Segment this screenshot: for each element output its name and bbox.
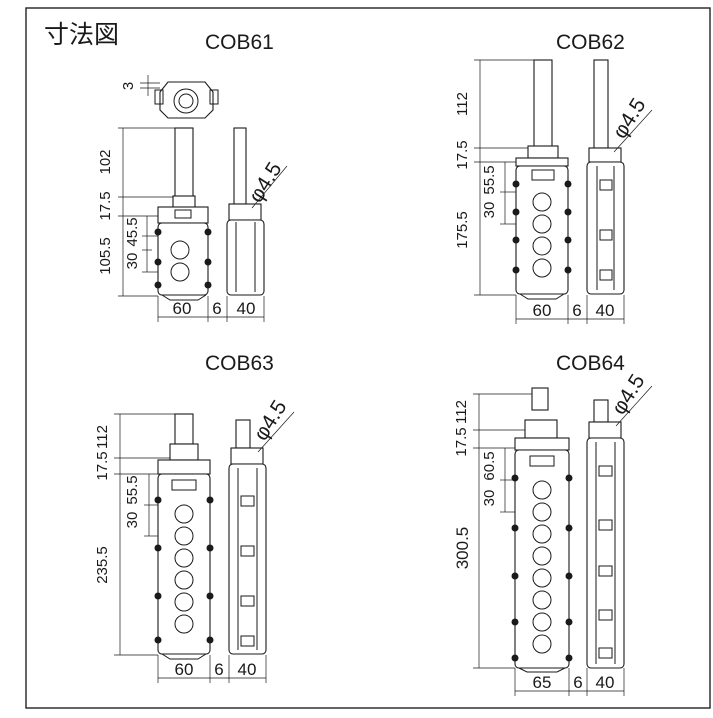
vertical-dims-cob62: 112 17.5 175.5 30 55.5: [454, 59, 534, 296]
dim-60: 60: [533, 301, 552, 320]
side-view-cob61: φ4.5: [226, 127, 288, 296]
dim-30: 30: [481, 490, 498, 507]
horizontal-dims-cob62: 60 6 40: [515, 295, 625, 324]
dim-6: 6: [212, 299, 221, 318]
horizontal-dims-cob64: 65 6 40: [514, 668, 625, 696]
dim-60: 60: [173, 299, 192, 318]
dim-17-5: 17.5: [97, 191, 114, 220]
dim-112: 112: [454, 92, 471, 116]
dim-17-5: 17.5: [454, 140, 471, 169]
horizontal-dims-cob61: 60 6 40: [157, 296, 265, 322]
dim-55-5: 55.5: [124, 475, 141, 504]
model-label-cob63: COB63: [205, 352, 274, 375]
model-cob62: COB62 φ4.5: [454, 31, 653, 324]
model-label-cob61: COB61: [205, 31, 274, 54]
top-view-cob61: 3: [120, 75, 219, 119]
side-view-cob62: φ4.5: [586, 59, 653, 295]
front-view-cob62: [512, 59, 572, 300]
dim-6: 6: [573, 673, 582, 692]
dim-40: 40: [238, 660, 257, 679]
dim-6: 6: [572, 301, 581, 320]
dim-17-5: 17.5: [453, 427, 470, 456]
dim-30: 30: [481, 202, 498, 219]
front-view-cob64: [511, 387, 573, 673]
dim-60-5: 60.5: [481, 451, 498, 480]
dim-17-5: 17.5: [94, 451, 111, 480]
dim-40: 40: [596, 673, 615, 692]
vertical-dims-cob64: 112 17.5 300.5 30 60.5: [453, 393, 532, 669]
model-label-cob62: COB62: [556, 31, 625, 54]
dim-30: 30: [124, 253, 141, 270]
dim-175-5: 175.5: [454, 211, 471, 249]
dim-235-5: 235.5: [94, 546, 111, 584]
front-view-cob61: [154, 127, 212, 301]
front-view-cob63: [154, 413, 214, 660]
vertical-dims-cob61: 102 17.5 105.5 30 45.5: [97, 127, 175, 297]
dim-112: 112: [94, 425, 111, 449]
dim-40: 40: [596, 301, 615, 320]
model-label-cob64: COB64: [556, 352, 625, 375]
dim-102: 102: [97, 149, 114, 174]
model-cob61: COB61 3: [97, 31, 288, 322]
dim-60: 60: [175, 660, 194, 679]
dim-65: 65: [533, 673, 552, 692]
dim-40: 40: [237, 299, 256, 318]
dim-300-5: 300.5: [453, 527, 472, 570]
dim-105-5: 105.5: [97, 237, 114, 275]
dim-112: 112: [453, 400, 470, 424]
dim-45-5: 45.5: [124, 217, 141, 246]
dim-55-5: 55.5: [481, 165, 498, 194]
drawing-title: 寸法図: [44, 21, 119, 49]
horizontal-dims-cob63: 60 6 40: [157, 655, 267, 683]
dim-6: 6: [214, 660, 223, 679]
dim-30: 30: [124, 512, 141, 529]
dim-3: 3: [120, 82, 137, 90]
vertical-dims-cob63: 112 17.5 235.5 30 55.5: [94, 413, 175, 656]
